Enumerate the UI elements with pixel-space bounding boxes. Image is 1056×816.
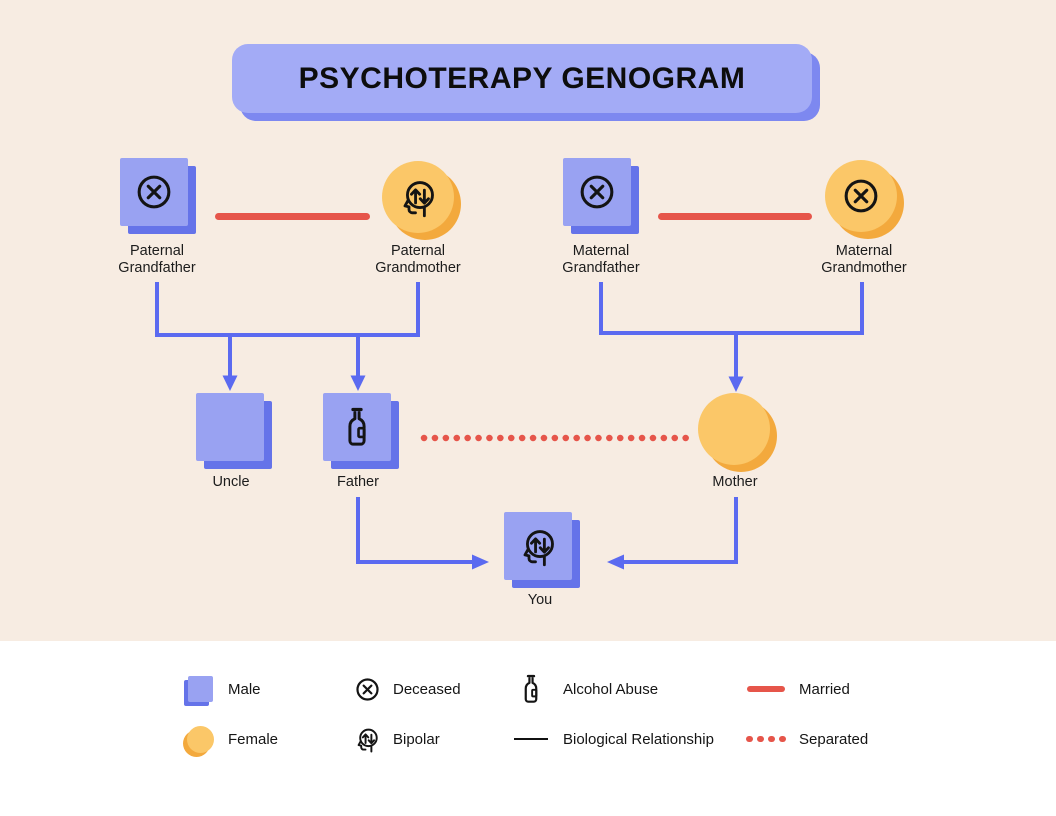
node-label: Maternal Grandmother: [821, 243, 907, 276]
married-line-paternal: [215, 213, 370, 220]
arrow-down-father: [350, 375, 366, 391]
legend-label: Female: [228, 730, 279, 748]
deceased-icon: [844, 179, 878, 213]
deceased-icon: [580, 175, 614, 209]
legend-item-male: Male: [186, 669, 261, 709]
legend-item-married: Married: [746, 669, 850, 709]
legend-item-separated: Separated: [746, 719, 868, 759]
deceased-icon: [137, 175, 171, 209]
node-label: Father: [337, 474, 379, 490]
biological-connector-maternal: [599, 282, 864, 335]
legend-item-bipolar: Bipolar: [352, 719, 440, 759]
node-label: Mother: [712, 474, 758, 490]
legend-label: Bipolar: [393, 730, 440, 748]
legend-label: Male: [228, 680, 261, 698]
node-label: Maternal Grandfather: [562, 243, 640, 276]
mother-to-you-connector: [622, 497, 738, 564]
node-label: Paternal Grandmother: [375, 243, 461, 276]
node-paternal-grandmother: [382, 161, 454, 233]
legend-label: Deceased: [393, 680, 461, 698]
bipolar-icon: [352, 722, 383, 757]
father-to-you-connector: [356, 497, 474, 564]
alcohol-abuse-icon: [514, 670, 548, 708]
legend-panel: [0, 641, 1056, 816]
legend-label: Alcohol Abuse: [563, 680, 659, 698]
married-line-icon: [746, 685, 786, 693]
female-swatch-icon: [186, 725, 214, 753]
arrow-left-you: [607, 554, 624, 570]
node-father: [323, 393, 391, 461]
married-line-maternal: [658, 213, 812, 220]
legend-label: Separated: [799, 730, 869, 748]
bipolar-icon: [403, 180, 434, 217]
legend-item-female: Female: [186, 719, 278, 759]
biological-connector-paternal: [155, 282, 420, 337]
node-label: Paternal Grandfather: [118, 243, 196, 276]
male-swatch-icon: [186, 676, 214, 702]
title-banner: PSYCHOTERAPY GENOGRAM: [232, 44, 812, 113]
node-you: [504, 512, 572, 580]
node-maternal-grandmother: [825, 160, 897, 232]
arrow-down-uncle: [222, 375, 238, 391]
page-title: PSYCHOTERAPY GENOGRAM: [298, 61, 746, 95]
bipolar-icon: [523, 529, 554, 566]
legend-label: Married: [799, 680, 850, 698]
legend-label: Biological Relationship: [563, 730, 714, 748]
node-label: Uncle: [212, 474, 250, 490]
arrow-right-you: [472, 554, 489, 570]
deceased-icon: [352, 674, 383, 705]
legend-item-alcohol-abuse: Alcohol Abuse: [514, 669, 658, 709]
biological-line-icon: [514, 737, 548, 741]
node-maternal-grandfather: [563, 158, 631, 226]
legend-item-deceased: Deceased: [352, 669, 461, 709]
alcohol-abuse-icon: [348, 407, 366, 446]
node-mother: [698, 393, 770, 465]
legend-item-biological-relationship: Biological Relationship: [514, 719, 714, 759]
node-label: You: [527, 592, 553, 608]
arrow-down-mother: [728, 376, 744, 392]
separated-dots-icon: [746, 735, 786, 743]
node-uncle: [196, 393, 264, 461]
node-paternal-grandfather: [120, 158, 188, 226]
